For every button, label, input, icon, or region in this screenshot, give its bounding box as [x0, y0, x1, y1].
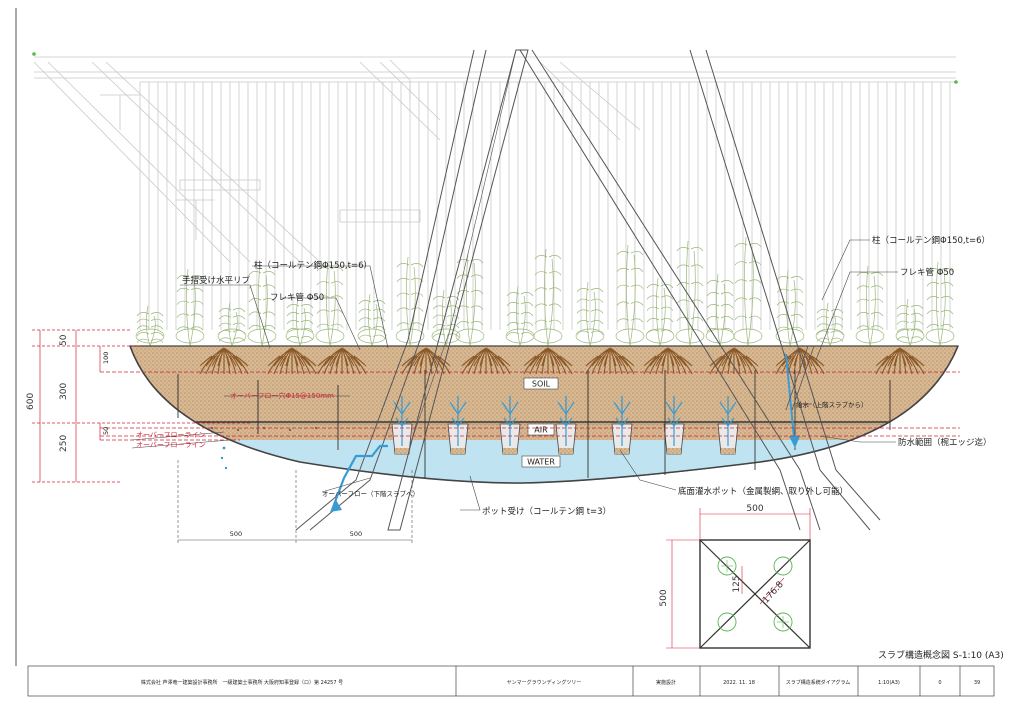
- label-overflow-down: オーバーフロー（下階スラブへ）: [322, 489, 419, 498]
- tag-water: WATER: [527, 458, 555, 467]
- red-dimension-lines: [32, 329, 960, 483]
- dimension-texts-left: 600 50 300 250 100 50: [26, 334, 110, 452]
- label-overflow-line-1: オーバーフローライン: [136, 431, 206, 439]
- label-bottom-pot: 底面灌水ポット（金属製網、取り外し可能）: [678, 486, 848, 497]
- planting-sketch: [135, 236, 955, 347]
- label-handrail-rib: 手摺受け水平リブ: [182, 275, 251, 286]
- label-flexible-pipe-right: フレキ管 Φ50: [900, 267, 954, 278]
- drawing-caption: スラブ構造概念図 S-1:10 (A3): [878, 649, 1004, 661]
- title-block-sheet-b: 39: [974, 680, 980, 686]
- plan-dim-125: 125: [732, 575, 742, 592]
- title-block-project: ヤンマーグラウンディングツリー: [507, 679, 582, 686]
- label-column-left: 柱（コールテン鋼Φ150,t=6）: [254, 260, 372, 271]
- overflow-pipe: [220, 444, 388, 512]
- label-water-supply: 給水（上階スラブから）: [796, 400, 868, 409]
- dim-50-top: 50: [59, 334, 69, 346]
- dim-50-mid: 50: [102, 427, 110, 435]
- column-right: [519, 49, 881, 531]
- registration-marks: [32, 52, 958, 84]
- label-overflow-holes: オーバーフロー穴Φ15@150mm: [230, 391, 334, 400]
- background-railing: [33, 56, 956, 330]
- zone-tags: SOIL AIR WATER: [521, 377, 561, 468]
- bottom-dimension: [177, 460, 413, 544]
- plan-dim-width: 500: [746, 504, 763, 514]
- title-block-firm: 株式会社 芦澤竜一建築設計事務所 一級建築士事務所 大阪府知事登録（ロ）第 24…: [141, 679, 343, 686]
- title-block-date: 2022. 11. 18: [723, 680, 755, 686]
- column-left: [387, 49, 529, 531]
- title-block-drawing-title: スラブ構造系統ダイアグラム: [786, 679, 851, 686]
- bottom-irrigation-pots: [391, 396, 739, 455]
- label-overflow-line-2: オーバーフローライン: [136, 441, 206, 449]
- title-block-sheet-a: 0: [938, 680, 941, 686]
- title-block-scale: 1:10(A3): [878, 680, 900, 686]
- dim-300: 300: [59, 383, 69, 400]
- label-pot-receiver: ポット受け（コールテン鋼 t=3）: [482, 506, 611, 517]
- plan-dim-height: 500: [659, 589, 669, 606]
- dim-total: 600: [26, 393, 36, 410]
- label-waterproof: 防水範囲（椀エッジ迄）: [898, 437, 992, 448]
- pot-plan-detail: 500 500 125 176.8: [659, 504, 811, 649]
- label-column-right: 柱（コールテン鋼Φ150,t=6）: [872, 235, 990, 246]
- dim-500-left: 500: [230, 530, 242, 538]
- water-supply-pipe: [785, 345, 815, 448]
- tag-soil: SOIL: [532, 380, 551, 389]
- label-flexible-pipe-left: フレキ管 Φ50: [270, 292, 324, 303]
- tag-air: AIR: [534, 426, 548, 435]
- title-block-phase: 実施設計: [656, 679, 676, 686]
- dim-250: 250: [59, 435, 69, 452]
- dim-100: 100: [102, 352, 110, 364]
- dim-500-right: 500: [350, 530, 362, 538]
- plant-roots: [199, 347, 925, 375]
- title-block: [27, 665, 995, 697]
- column-left-b: [295, 49, 487, 531]
- leader-lines: [131, 239, 898, 511]
